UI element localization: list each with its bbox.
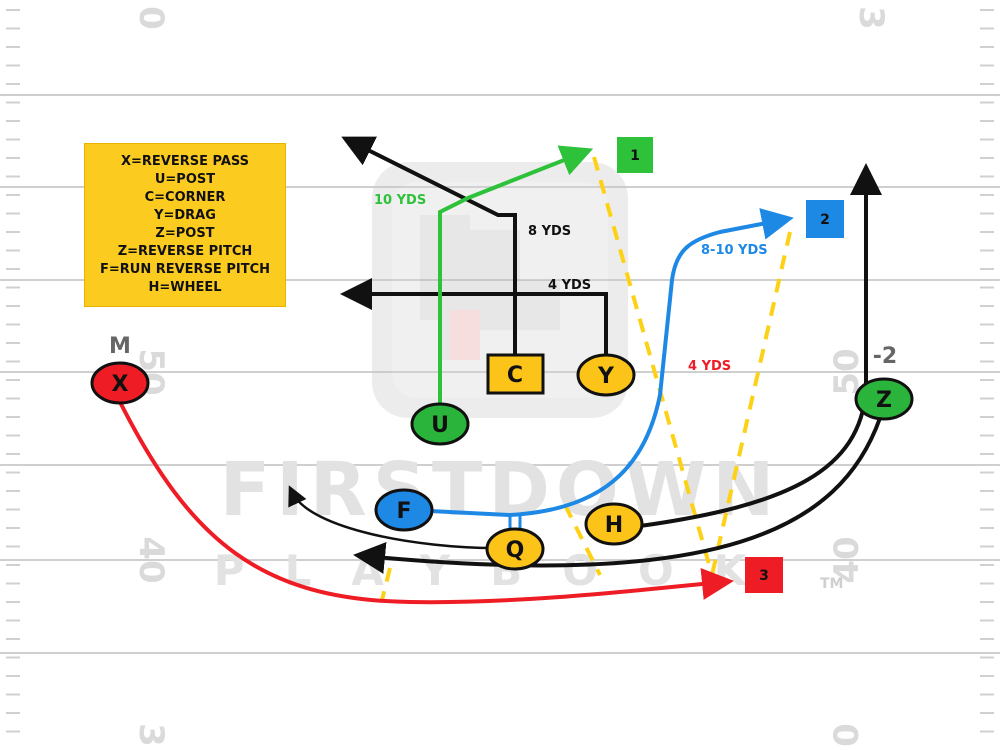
yard-numbers: 0 3 50 50 40 40 3 0: [131, 6, 891, 747]
read-lines: [380, 156, 792, 601]
player-f-label: F: [396, 499, 411, 524]
player-q: [485, 527, 545, 571]
player-c: [486, 353, 545, 395]
h-route-label: 8-10 YDS: [701, 243, 768, 258]
watermark-tm: TM: [820, 576, 843, 592]
player-y: [576, 353, 636, 397]
u-route-label: 10 YDS: [374, 193, 426, 208]
yard-number-low-left: 40: [131, 536, 171, 583]
player-x-label: X: [112, 372, 129, 397]
yard-number-top-left: 0: [131, 6, 171, 30]
x-route-label: 4 YDS: [688, 359, 731, 374]
legend-line: C=CORNER: [144, 190, 226, 205]
read-box-1-label: 1: [630, 148, 640, 164]
yard-number-low-right: 40: [827, 536, 867, 583]
legend-line: U=POST: [154, 172, 216, 187]
defender-m-label: M: [109, 334, 131, 359]
legend-line: Z=POST: [155, 226, 215, 241]
q-pitch-route: [288, 485, 496, 550]
legend-line: Z=REVERSE PITCH: [117, 244, 253, 259]
player-h: [584, 502, 644, 546]
player-q-label: Q: [506, 538, 525, 563]
x-route: [118, 401, 734, 605]
defender-minus-two-label: -2: [873, 344, 897, 369]
hash-marks: [6, 9, 994, 733]
read-box-3-label: 3: [759, 568, 769, 584]
legend-line: F=RUN REVERSE PITCH: [99, 262, 270, 277]
yard-number-top-right: 3: [851, 6, 891, 30]
u-route: [438, 145, 594, 403]
read-boxes: 1 2 3: [617, 137, 844, 593]
play-legend: X=REVERSE PASS U=POST C=CORNER Y=DRAG Z=POST…: [84, 143, 286, 307]
read-line-2: [710, 231, 792, 576]
legend-line: Y=DRAG: [154, 208, 216, 223]
c-route-label: 8 YDS: [528, 224, 571, 239]
read-line-3-a: [563, 504, 602, 576]
read-box-1: [617, 137, 653, 173]
route-labels: 10 YDS 8 YDS 4 YDS 8-10 YDS 4 YDS: [374, 193, 768, 374]
c-route: [341, 136, 517, 357]
defender-labels: M -2: [109, 334, 897, 369]
yard-number-bottom-left: 3: [131, 723, 171, 747]
player-h-label: H: [605, 513, 623, 538]
player-u: [410, 402, 470, 446]
f-route: [429, 208, 794, 518]
player-c-label: C: [507, 363, 523, 388]
read-line-1: [592, 156, 714, 576]
legend-line: H=WHEEL: [148, 280, 222, 295]
yard-number-bottom-right: 0: [827, 723, 867, 747]
y-route-label: 4 YDS: [548, 278, 591, 293]
watermark-word: FIRSTDOWN: [220, 447, 781, 533]
watermark-logo: [372, 162, 628, 418]
player-z-label: Z: [876, 388, 892, 413]
player-z: [854, 377, 914, 421]
player-f: [374, 488, 434, 532]
legend-line: X=REVERSE PASS: [120, 154, 250, 169]
player-y-label: Y: [597, 364, 615, 389]
player-u-label: U: [431, 413, 449, 438]
players: X U C Y Z F Q H: [90, 353, 914, 571]
player-x: [90, 361, 150, 405]
read-box-2: [806, 200, 844, 238]
read-line-3-b: [380, 567, 392, 601]
read-box-2-label: 2: [820, 212, 830, 228]
read-box-3: [745, 557, 783, 593]
y-route: [340, 278, 608, 357]
